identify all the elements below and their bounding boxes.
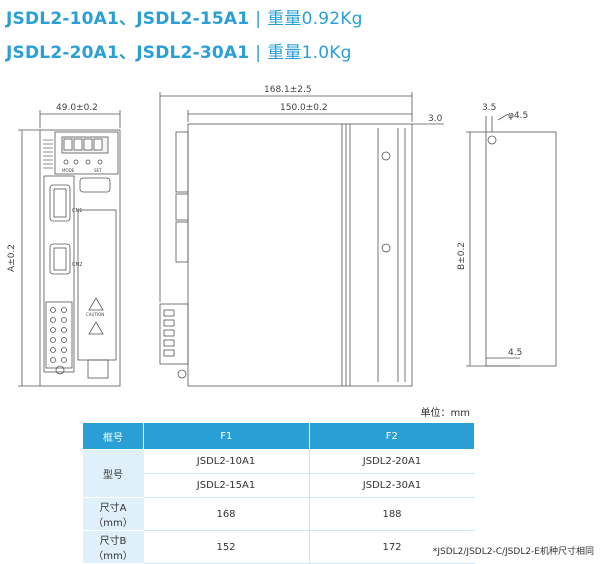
dim-side-total: 168.1±2.5 bbox=[264, 85, 312, 95]
row-label-size-a: 尺寸A（mm） bbox=[82, 497, 144, 531]
cell-size-a-f2: 188 bbox=[308, 497, 475, 531]
dim-bottom-offset: 4.5 bbox=[508, 348, 522, 358]
dim-flange: 3.0 bbox=[428, 114, 443, 124]
table-header-row: 框号 F1 F2 bbox=[82, 422, 475, 450]
cell-size-a-f1: 168 bbox=[143, 497, 309, 531]
row-label-size-b: 尺寸B（mm） bbox=[82, 530, 144, 564]
footnote: *JSDL2/JSDL2-C/JSDL2-E机种尺寸相同 bbox=[432, 547, 594, 557]
table-row: 尺寸A（mm） 168 188 bbox=[82, 497, 475, 531]
label-set: SET bbox=[94, 168, 102, 173]
row-label-model: 型号 bbox=[82, 449, 144, 498]
table-row: JSDL2-15A1 JSDL2-30A1 bbox=[83, 473, 475, 498]
dimension-drawing: 49.0±0.2 A±0.2 CN1 CN2 MODE SET CAUTION … bbox=[7, 85, 557, 387]
cell-model-f2-1: JSDL2-20A1 bbox=[308, 449, 475, 474]
dim-height-a: A±0.2 bbox=[7, 244, 17, 272]
header-frame: 框号 bbox=[82, 422, 144, 450]
label-mode: MODE bbox=[62, 168, 75, 173]
title-models-1: JSDL2-10A1、JSDL2-15A1 bbox=[6, 9, 250, 29]
dim-hole: φ4.5 bbox=[508, 111, 528, 121]
cell-model-f1-1: JSDL2-10A1 bbox=[143, 449, 309, 474]
label-cn1: CN1 bbox=[72, 208, 82, 214]
unit-label: 单位：mm bbox=[420, 408, 470, 419]
cell-size-b-f1: 152 bbox=[143, 530, 309, 564]
title-separator: | bbox=[255, 43, 262, 63]
cell-model-f1-2: JSDL2-15A1 bbox=[143, 473, 309, 498]
table-row: 型号 JSDL2-10A1 JSDL2-20A1 bbox=[82, 449, 475, 498]
title-weight-2: 重量1.0Kg bbox=[267, 43, 352, 63]
header-f1: F1 bbox=[143, 422, 310, 450]
table-row: 尺寸B（mm） 152 172 bbox=[82, 530, 475, 564]
label-caution: CAUTION bbox=[86, 312, 104, 317]
rear-view bbox=[466, 113, 557, 367]
front-view bbox=[18, 110, 121, 387]
dim-side-body: 150.0±0.2 bbox=[280, 103, 328, 113]
dim-height-b: B±0.2 bbox=[457, 242, 467, 270]
dim-front-width: 49.0±0.2 bbox=[56, 103, 98, 113]
header-f2: F2 bbox=[308, 422, 475, 450]
side-view bbox=[159, 92, 444, 387]
title-separator: | bbox=[255, 9, 262, 29]
title-line-2: JSDL2-20A1、JSDL2-30A1|重量1.0Kg bbox=[6, 38, 352, 63]
label-cn2: CN2 bbox=[72, 262, 82, 268]
title-line-1: JSDL2-10A1、JSDL2-15A1|重量0.92Kg bbox=[6, 4, 363, 29]
spec-table: 框号 F1 F2 型号 JSDL2-10A1 JSDL2-20A1 JSDL2-… bbox=[82, 422, 475, 564]
cell-model-f2-2: JSDL2-30A1 bbox=[308, 473, 475, 498]
title-weight-1: 重量0.92Kg bbox=[267, 9, 363, 29]
title-models-2: JSDL2-20A1、JSDL2-30A1 bbox=[6, 43, 250, 63]
dim-mount-offset: 3.5 bbox=[482, 103, 496, 113]
